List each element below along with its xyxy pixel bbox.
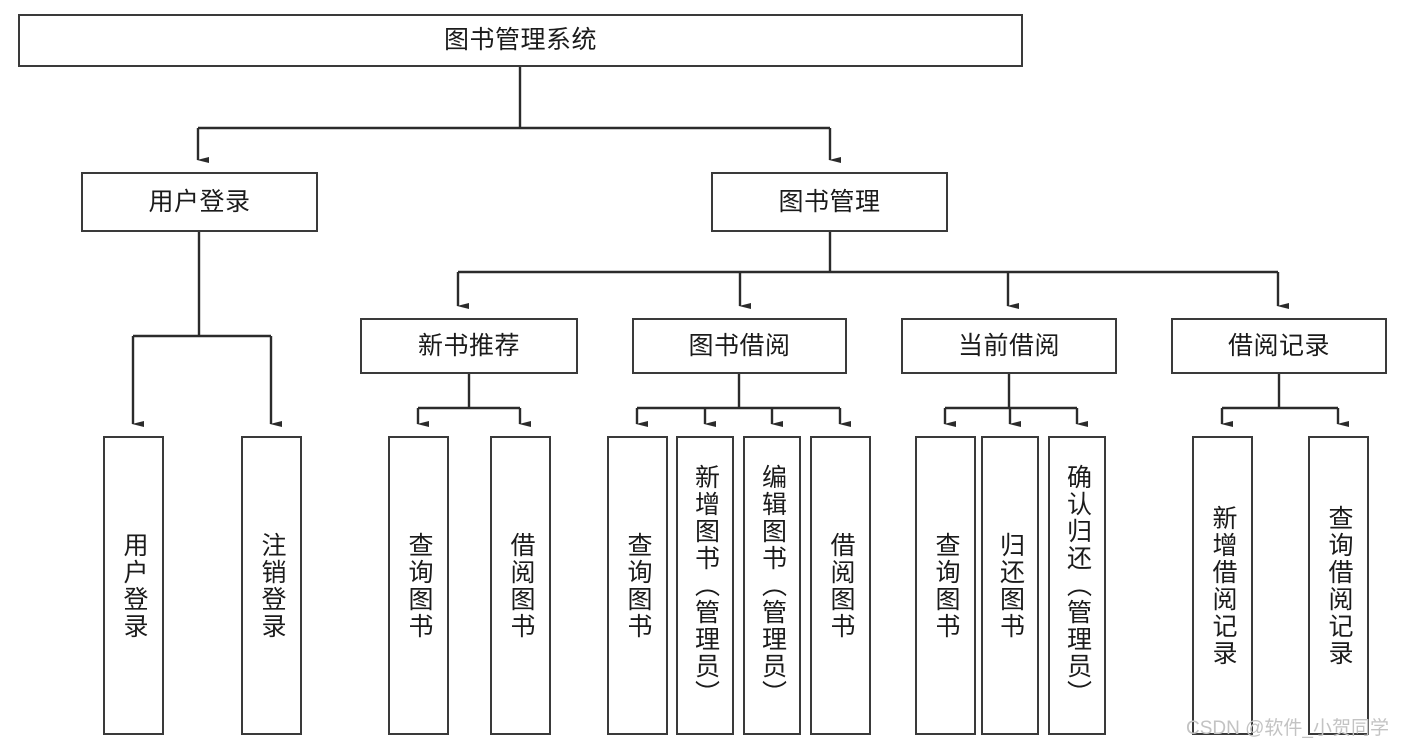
node-borrow-record[interactable]: 借阅记录 [1171, 318, 1387, 374]
node-root-label: 图书管理系统 [443, 26, 597, 54]
node-leaf-query-book-1[interactable]: 查询图书 [388, 436, 449, 735]
node-user-login[interactable]: 用户登录 [81, 172, 318, 232]
node-leaf-user-logout[interactable]: 注销登录 [241, 436, 302, 735]
node-book-manage-label: 图书管理 [778, 187, 881, 216]
node-new-book-rec[interactable]: 新书推荐 [360, 318, 578, 374]
node-leaf-query-book-1-label: 查询图书 [405, 531, 433, 640]
node-leaf-query-book-2-label: 查询图书 [624, 531, 652, 640]
node-leaf-query-book-2[interactable]: 查询图书 [607, 436, 668, 735]
node-book-manage[interactable]: 图书管理 [711, 172, 948, 232]
node-leaf-user-login[interactable]: 用户登录 [103, 436, 164, 735]
node-current-borrow-label: 当前借阅 [957, 331, 1060, 360]
node-book-borrow[interactable]: 图书借阅 [632, 318, 847, 374]
node-leaf-add-record-label: 新增借阅记录 [1209, 504, 1237, 667]
node-leaf-add-book-label: 新增图书（管理员） [691, 464, 720, 707]
node-leaf-edit-book[interactable]: 编辑图书（管理员） [743, 436, 801, 735]
node-root[interactable]: 图书管理系统 [18, 14, 1023, 67]
node-leaf-return-book-label: 归还图书 [996, 531, 1025, 640]
node-book-borrow-label: 图书借阅 [688, 331, 791, 360]
node-leaf-confirm-return[interactable]: 确认归还（管理员） [1048, 436, 1106, 735]
node-leaf-borrow-book-1[interactable]: 借阅图书 [490, 436, 551, 735]
node-leaf-edit-book-label: 编辑图书（管理员） [758, 464, 787, 707]
node-borrow-record-label: 借阅记录 [1227, 331, 1330, 360]
node-leaf-borrow-book-2[interactable]: 借阅图书 [810, 436, 871, 735]
node-leaf-query-book-3[interactable]: 查询图书 [915, 436, 976, 735]
node-user-login-label: 用户登录 [148, 187, 251, 216]
node-current-borrow[interactable]: 当前借阅 [901, 318, 1117, 374]
node-leaf-query-book-3-label: 查询图书 [932, 531, 960, 640]
node-leaf-add-book[interactable]: 新增图书（管理员） [676, 436, 734, 735]
node-leaf-user-logout-label: 注销登录 [258, 531, 286, 640]
node-leaf-user-login-label: 用户登录 [120, 531, 148, 640]
node-new-book-rec-label: 新书推荐 [417, 331, 520, 360]
node-leaf-return-book[interactable]: 归还图书 [981, 436, 1039, 735]
node-leaf-add-record[interactable]: 新增借阅记录 [1192, 436, 1253, 735]
node-leaf-borrow-book-2-label: 借阅图书 [827, 531, 855, 640]
node-leaf-query-record[interactable]: 查询借阅记录 [1308, 436, 1369, 735]
node-leaf-query-record-label: 查询借阅记录 [1325, 504, 1353, 667]
node-leaf-borrow-book-1-label: 借阅图书 [507, 531, 535, 640]
node-leaf-confirm-return-label: 确认归还（管理员） [1063, 464, 1092, 707]
watermark: CSDN @软件_小贺同学 [1186, 718, 1389, 739]
